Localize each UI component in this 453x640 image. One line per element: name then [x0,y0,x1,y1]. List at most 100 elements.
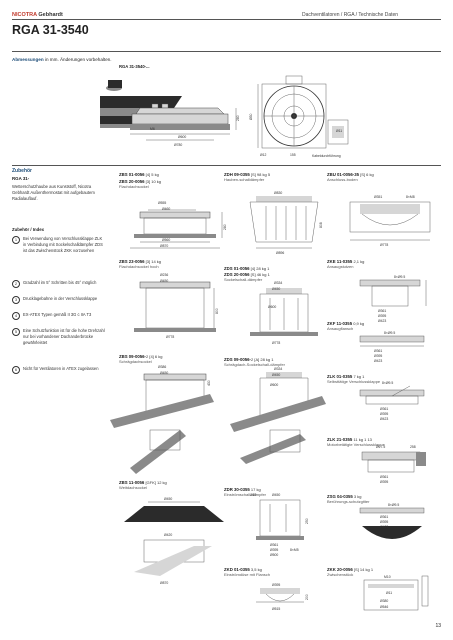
item-zbs09: ZBS 09-0056-2 [4] 6 kg Schrägdachsockel [119,354,163,365]
svg-text:800: 800 [215,308,219,314]
zbs11-drawing: Ø450 Ø420 Ø870 [124,497,224,585]
svg-text:Ø450: Ø450 [164,497,172,501]
svg-text:Ø361: Ø361 [380,407,388,411]
note-3-text: Drucklagebahne in der Verschlussklappe [23,296,98,301]
svg-text:Ø334: Ø334 [274,281,282,285]
svg-text:8×Ø9.5: 8×Ø9.5 [388,503,399,507]
note-4-text: EX-ATEX Typen gemäß II 3G c IIA T3 [23,312,92,317]
svg-text:Ø236: Ø236 [160,273,168,277]
svg-text:Ø423: Ø423 [378,319,386,323]
svg-text:Ø17.5: Ø17.5 [376,445,385,449]
svg-text:Ø395: Ø395 [270,548,278,552]
accessories-title: Zubehör [12,168,32,174]
fan-side-view: 280 Ø600 Ø780 M6 [130,103,240,147]
svg-text:Ø361: Ø361 [270,543,278,547]
note-4-number: 4 [12,312,20,320]
item-zkf: ZKF 11-0355 0,9 kg Ansaugflansch [327,321,365,332]
svg-text:Ø450: Ø450 [272,287,280,291]
svg-text:8×Ø9.5: 8×Ø9.5 [382,381,393,385]
svg-text:Ø386: Ø386 [158,365,166,369]
svg-text:Ø361: Ø361 [380,475,388,479]
zkk-drawing: M10 Ø11 Ø380 Ø546 [363,575,429,611]
note-2-text: Gradzahl im 5° Schritten bis 45° möglich [23,280,97,285]
svg-text:Ø361: Ø361 [374,349,382,353]
zlk21-drawing: Ø17.5 258 Ø361 Ø395 [361,445,426,484]
svg-text:8×M8: 8×M8 [406,195,415,199]
zke-drawing: 8×Ø9.5 Ø361 Ø395 Ø423 [359,275,427,323]
svg-text:200: 200 [305,594,309,600]
svg-text:M10: M10 [384,575,391,579]
note-1-number: 1 [12,236,20,244]
svg-text:Ø423: Ø423 [380,417,388,421]
item-zkk: ZKK 20-0056 [S] 14 kg 1 Zwischenstück [327,567,374,578]
dim-155: 155 [290,153,296,157]
svg-text:Ø555: Ø555 [158,201,166,205]
svg-text:Ø560: Ø560 [162,238,170,242]
svg-text:Ø870: Ø870 [160,244,168,248]
svg-text:Ø546: Ø546 [380,605,388,609]
brand-nicotra: NICOTRA [12,12,37,18]
brand: NICOTRA Gebhardt [12,12,63,18]
svg-text:808: 808 [319,222,323,228]
zds09-drawing: Ø334 Ø450 Ø600 [230,367,326,432]
svg-text:Ø11: Ø11 [386,591,392,595]
dimensions-heading-rest: in mm. Änderungen vorbehalten. [43,57,112,62]
svg-text:Ø450: Ø450 [272,373,280,377]
svg-text:Ø830: Ø830 [274,191,282,195]
svg-text:430: 430 [207,380,211,386]
fan-detail-view: Ø11 Kabeldurchführung [312,119,349,158]
svg-text:Ø600: Ø600 [268,305,276,309]
svg-text:8×Ø9.5: 8×Ø9.5 [384,331,395,335]
svg-text:Ø334: Ø334 [274,367,282,371]
item-zbs01: ZBS 01-0056 [4] 5 kg [119,172,159,177]
svg-text:Ø395: Ø395 [374,354,382,358]
svg-text:Ø778: Ø778 [272,341,280,345]
header-divider [12,19,441,20]
svg-text:Ø351: Ø351 [374,195,382,199]
item-zds01: ZDS 01-0056 [4] 28 kg 1 [224,266,270,271]
title-divider [12,51,441,52]
svg-text:Ø361: Ø361 [378,309,386,313]
note-2-number: 2 [12,280,20,288]
svg-text:Ø395: Ø395 [380,480,388,484]
roof-slope-detail [130,429,186,474]
zbs20-drawing: Ø555 Ø460 Ø560 Ø870 280 [130,201,227,249]
zkd-drawing: Ø395 Ø515 200 [256,583,309,611]
svg-text:Ø395: Ø395 [272,583,280,587]
item-zsg: ZSG 04-0355 3 kg Berührungs-schutzgitter [327,494,370,505]
note-5-text: Eine Schutzfunktion ist für die hohe Dre… [23,328,105,345]
dimensions-subtitle: RGA 31-3540-... [119,64,150,69]
dim-30: Ø30 [249,113,253,120]
zdh-drawing: Ø830 Ø896 808 [249,191,323,255]
svg-text:Ø395: Ø395 [378,314,386,318]
main-fan-drawings: 280 Ø600 Ø780 M6 Ø30 Ø12 155 Ø11 Kabeldu… [100,75,349,158]
page-number: 13 [435,623,441,629]
svg-text:Ø515: Ø515 [272,607,280,611]
item-zlk21: ZLK 21-0355 11 kg 1 13 Motorbetätigte Ve… [327,437,385,448]
item-zdr: ZDR 30-0355 17 kg Einströmschall-dämpfer [224,487,267,498]
accessory-drawings: Ø555 Ø460 Ø560 Ø870 280 Ø236 Ø450 Ø778 8… [110,191,431,611]
note-1-text: Bei Verwendung von Verschlussklappe ZLK … [23,236,103,253]
svg-text:Ø600: Ø600 [270,383,278,387]
item-zbs11: ZBS 11-0056 [GFK] 12 kg Weitdachsockel [119,480,167,491]
svg-text:Ø380: Ø380 [380,599,388,603]
note-6-number: 6 [12,366,20,374]
item-zke: ZKE 11-0355 2,1 kg Ansaugstutzen [327,259,365,270]
note-5-number: 5 [12,328,20,336]
index-title: Zubehör / Index [12,227,44,232]
svg-text:Ø423: Ø423 [374,359,382,363]
dimensions-heading: Abmessungen in mm. Änderungen vorbehalte… [12,57,112,62]
svg-text:Ø450: Ø450 [160,371,168,375]
fan-top-view: Ø30 Ø12 155 [249,75,327,157]
dim-11: Ø11 [336,129,342,133]
note-6-text: Nicht für Ventilatoren in ATEX zugelasse… [23,366,99,371]
svg-text:250: 250 [305,518,309,524]
zbu-drawing: Ø351 8×M8 Ø778 [349,195,431,247]
svg-text:Ø395: Ø395 [380,520,388,524]
zlk01-drawing: 8×Ø9.5 Ø361 Ø395 Ø423 [359,381,425,421]
zbs09-drawing: Ø386 Ø450 430 [110,365,214,428]
svg-text:8×M5: 8×M5 [290,548,299,552]
